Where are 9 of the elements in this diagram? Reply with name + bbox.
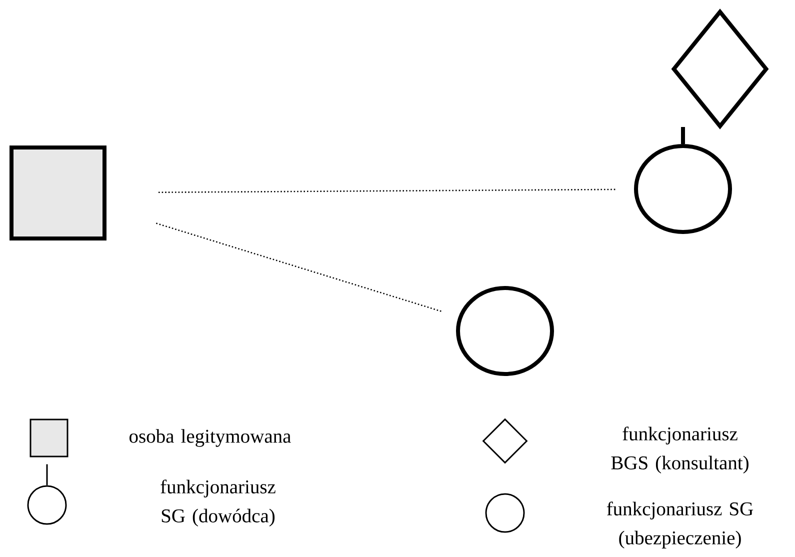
circle-symbol — [634, 127, 732, 234]
dotted-line — [158, 188, 616, 194]
square-symbol — [10, 146, 106, 240]
legend-text: osoba legitymowana — [130, 429, 291, 447]
legend-text: funkcjonariusz SG (ubezpieczenie) — [606, 502, 754, 548]
legend-text: funkcjonariusz SG (dowódca) — [160, 480, 276, 526]
dotted-line — [156, 222, 442, 312]
legend-text: funkcjonariusz BGS (konsultant) — [611, 426, 748, 474]
circle-symbol — [456, 286, 554, 376]
